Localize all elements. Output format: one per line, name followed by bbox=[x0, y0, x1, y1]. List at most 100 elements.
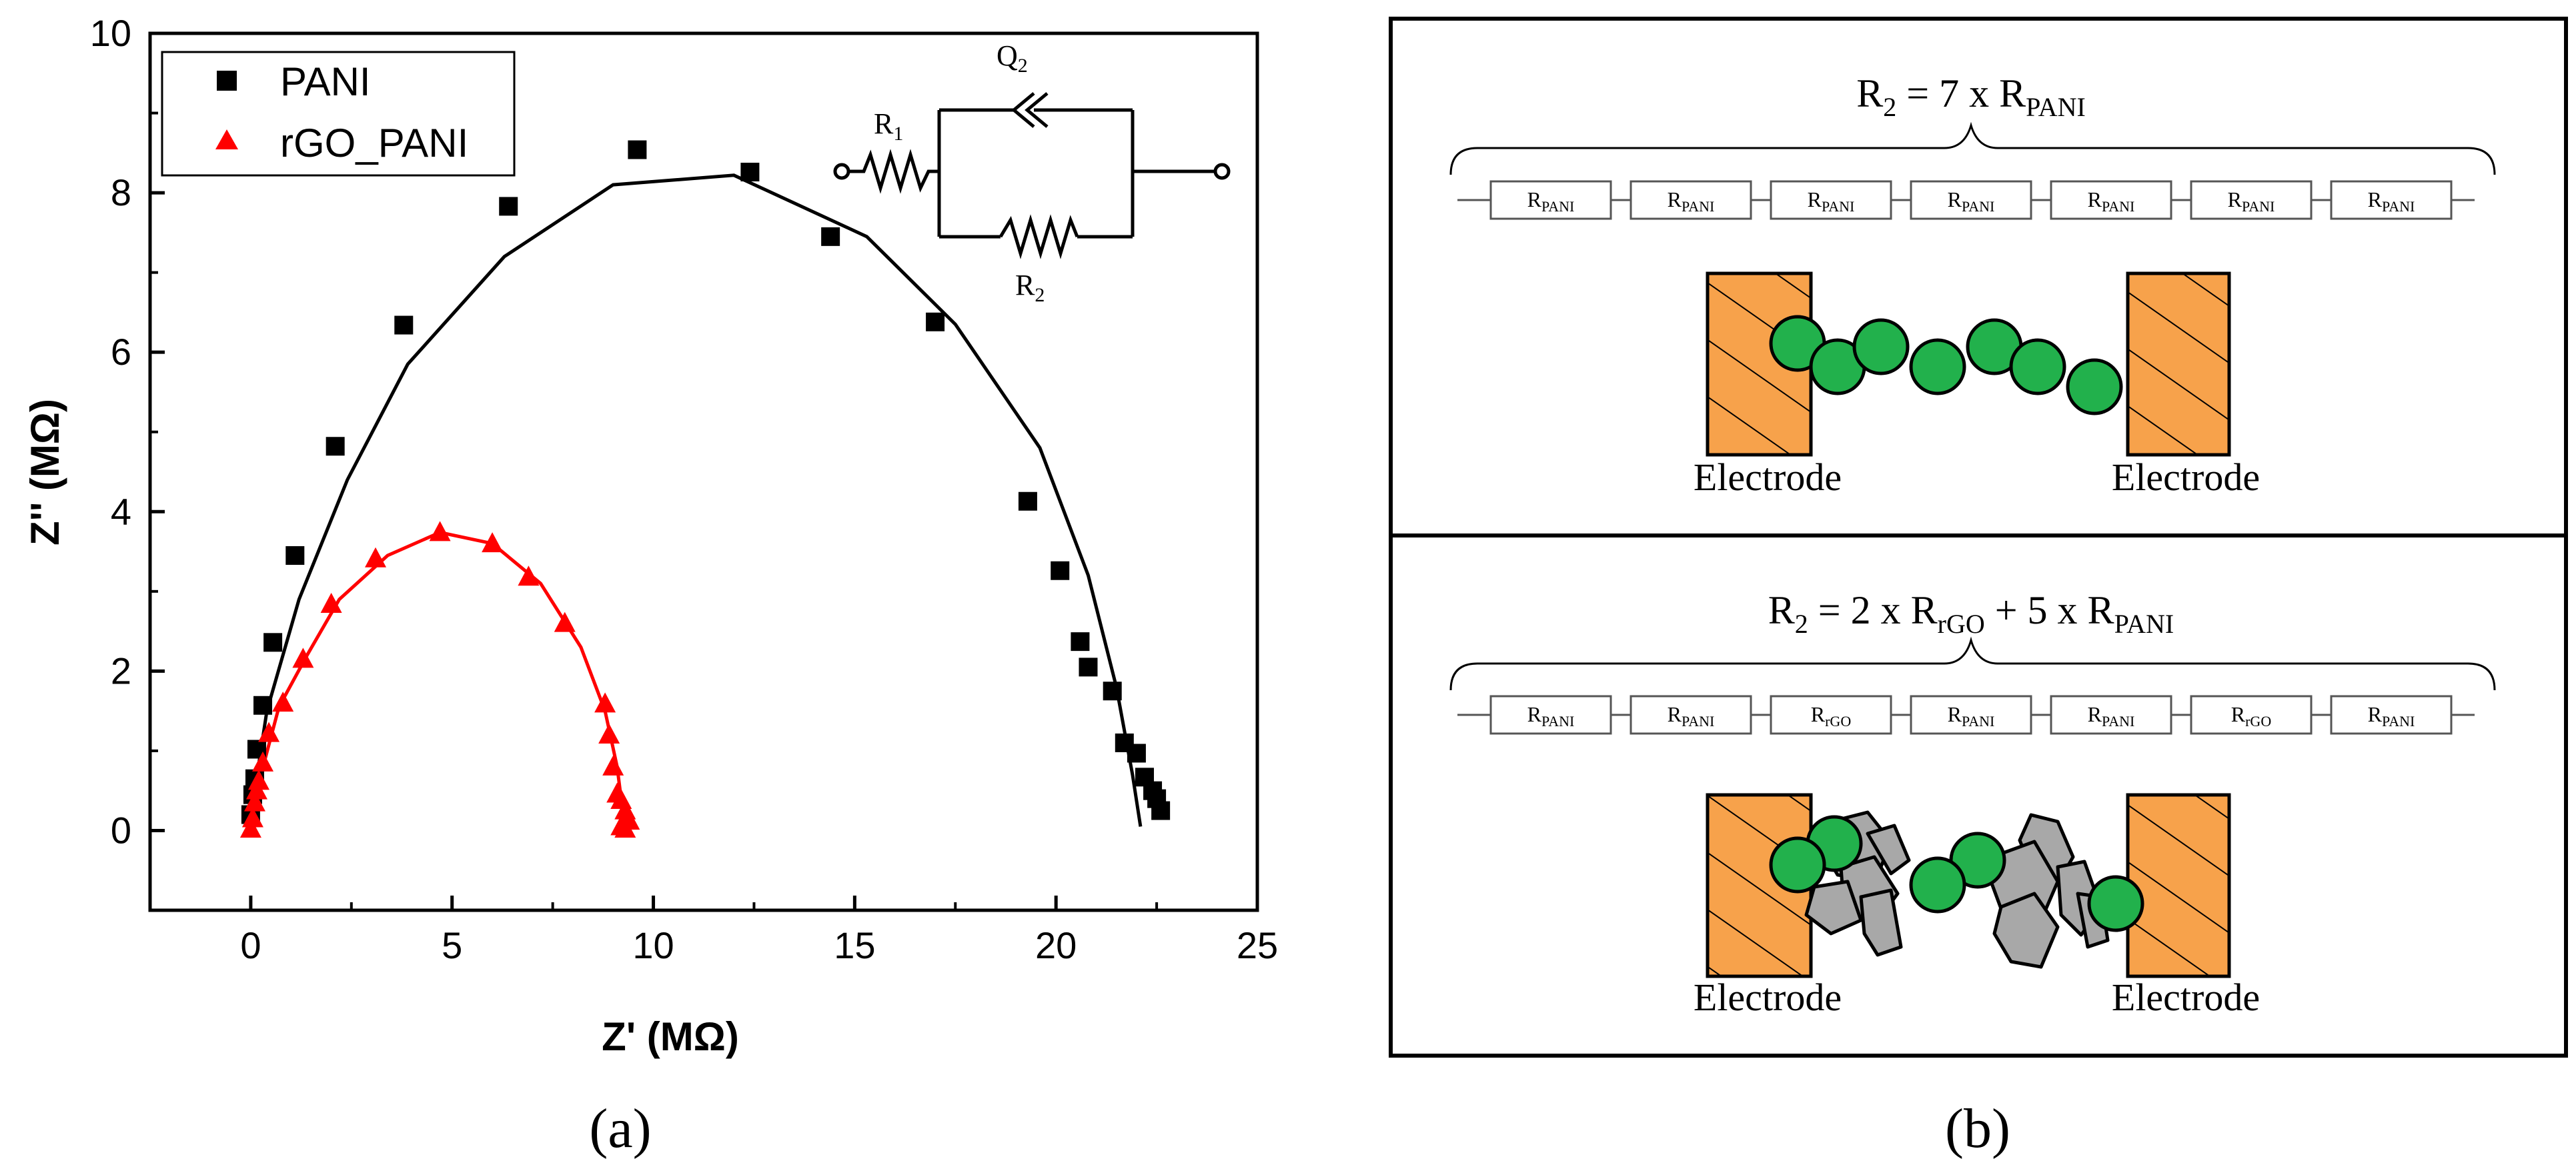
resistor-box bbox=[2330, 180, 2453, 220]
resistor-label: RrGO bbox=[2231, 702, 2271, 730]
data-point-pani bbox=[326, 437, 345, 456]
pani-particle bbox=[2009, 338, 2066, 395]
resistor-label: RPANI bbox=[2228, 187, 2275, 215]
electrode-right bbox=[2126, 793, 2231, 978]
brace-top bbox=[1449, 121, 2496, 175]
resistor-box bbox=[1630, 180, 1752, 220]
electrode-label-right: Electrode bbox=[2112, 455, 2260, 499]
data-point-rgo-pani bbox=[594, 692, 616, 713]
y-tick-label: 6 bbox=[111, 331, 131, 373]
x-tick-label: 10 bbox=[632, 924, 674, 966]
conduction-schematic: R2 = 7 x RPANI RPANI RPANI RPANI RPANI RPANI… bbox=[1389, 17, 2568, 1160]
resistor-box bbox=[2330, 695, 2453, 735]
resistor-label: RPANI bbox=[2368, 187, 2415, 215]
circuit-terminal-right bbox=[1213, 163, 1231, 180]
data-point-rgo-pani bbox=[602, 755, 624, 776]
electrode-label-left: Electrode bbox=[1694, 455, 1842, 499]
data-point-rgo-pani bbox=[239, 818, 261, 838]
legend: PANI rGO_PANI bbox=[161, 51, 516, 177]
data-point-pani bbox=[740, 163, 760, 182]
data-point-pani bbox=[285, 546, 305, 565]
x-tick-label: 5 bbox=[442, 924, 462, 966]
rgo-flake bbox=[1866, 824, 1911, 876]
resistor-box bbox=[1489, 695, 1612, 735]
resistor-label: RPANI bbox=[2088, 187, 2135, 215]
data-point-pani bbox=[1051, 561, 1070, 580]
resistor-label: RrGO bbox=[1811, 702, 1851, 730]
y-tick-label: 8 bbox=[111, 171, 131, 213]
resistor-box bbox=[2190, 695, 2313, 735]
resistor-box bbox=[2190, 180, 2313, 220]
schematic-pani: R2 = 7 x RPANI RPANI RPANI RPANI RPANI RPANI… bbox=[1449, 71, 2496, 499]
data-point-rgo-pani bbox=[243, 791, 265, 812]
data-point-pani bbox=[628, 140, 647, 159]
data-point-pani bbox=[1151, 801, 1171, 820]
pani-particle bbox=[2087, 875, 2144, 932]
y-axis-ticks: 0 2 4 6 8 10 bbox=[90, 12, 165, 912]
fit-line bbox=[253, 173, 1143, 827]
data-point-pani bbox=[1103, 682, 1122, 701]
data-point-pani bbox=[263, 633, 283, 652]
data-point-rgo-pani bbox=[247, 770, 269, 790]
y-tick-label: 4 bbox=[111, 490, 131, 532]
data-point-pani bbox=[1071, 632, 1090, 652]
legend-label-rgo-pani: rGO_PANI bbox=[280, 121, 468, 165]
pani-particles bbox=[1769, 815, 2144, 932]
pani-particles bbox=[1769, 315, 2123, 415]
resistor-label: RPANI bbox=[2368, 702, 2415, 730]
resistor-box bbox=[1910, 695, 2032, 735]
legend-marker-rgo-pani bbox=[215, 129, 238, 149]
data-point-rgo-pani bbox=[252, 751, 274, 772]
data-point-rgo-pani bbox=[482, 532, 504, 553]
legend-label-pani: PANI bbox=[280, 59, 371, 104]
pani-particle bbox=[1909, 338, 1966, 395]
y-tick-label: 2 bbox=[111, 650, 131, 692]
brace-bottom bbox=[1449, 636, 2496, 691]
x-tick-label: 20 bbox=[1035, 924, 1077, 966]
x-tick-label: 25 bbox=[1237, 924, 1278, 966]
y-tick-label: 0 bbox=[111, 809, 131, 851]
circuit-label-q2: Q2 bbox=[997, 39, 1028, 77]
circuit-label-r2: R2 bbox=[1015, 269, 1045, 306]
schematic-rgo-pani: R2 = 2 x RrGO + 5 x RPANI RPANI RPANI RrGO… bbox=[1449, 588, 2496, 1019]
pani-particle bbox=[1852, 318, 1910, 375]
y-tick-label: 10 bbox=[90, 12, 131, 54]
x-axis-title: Z' (MΩ) bbox=[602, 1014, 739, 1059]
equation-pani: R2 = 7 x RPANI bbox=[1856, 71, 2086, 122]
resistor-box bbox=[1770, 695, 1892, 735]
panel-label-a: (a) bbox=[589, 1098, 651, 1160]
data-point-pani bbox=[1018, 491, 1037, 511]
resistor-label: RPANI bbox=[1948, 702, 1995, 730]
data-point-pani bbox=[253, 696, 273, 715]
rgo-flake bbox=[1992, 892, 2060, 969]
electrode-label-left: Electrode bbox=[1694, 976, 1842, 1019]
panel-label-b: (b) bbox=[1945, 1098, 2010, 1160]
resistor-box bbox=[1770, 180, 1892, 220]
data-point-rgo-pani bbox=[320, 592, 342, 613]
cpe-q2-right bbox=[1025, 92, 1049, 128]
pani-particle bbox=[1909, 856, 1966, 914]
resistor-label: RPANI bbox=[1527, 187, 1575, 215]
data-point-rgo-pani bbox=[598, 724, 620, 744]
equation-rgo-pani: R2 = 2 x RrGO + 5 x RPANI bbox=[1768, 588, 2174, 639]
data-point-pani bbox=[1079, 658, 1098, 677]
data-point-pani bbox=[499, 197, 518, 216]
data-point-rgo-pani bbox=[518, 565, 540, 586]
data-point-pani bbox=[926, 312, 945, 331]
resistor-label: RPANI bbox=[1948, 187, 1995, 215]
rgo-flake bbox=[1859, 888, 1903, 957]
plot-frame bbox=[148, 31, 1259, 912]
data-point-pani bbox=[1127, 744, 1146, 763]
data-point-rgo-pani bbox=[292, 648, 314, 668]
pani-particle bbox=[2066, 358, 2123, 415]
fit-lines bbox=[249, 173, 1143, 831]
resistor-label: RPANI bbox=[1668, 702, 1715, 730]
data-point-rgo-pani bbox=[614, 818, 636, 838]
data-point-rgo-pani bbox=[365, 547, 387, 567]
resistor-r1 bbox=[848, 149, 939, 194]
